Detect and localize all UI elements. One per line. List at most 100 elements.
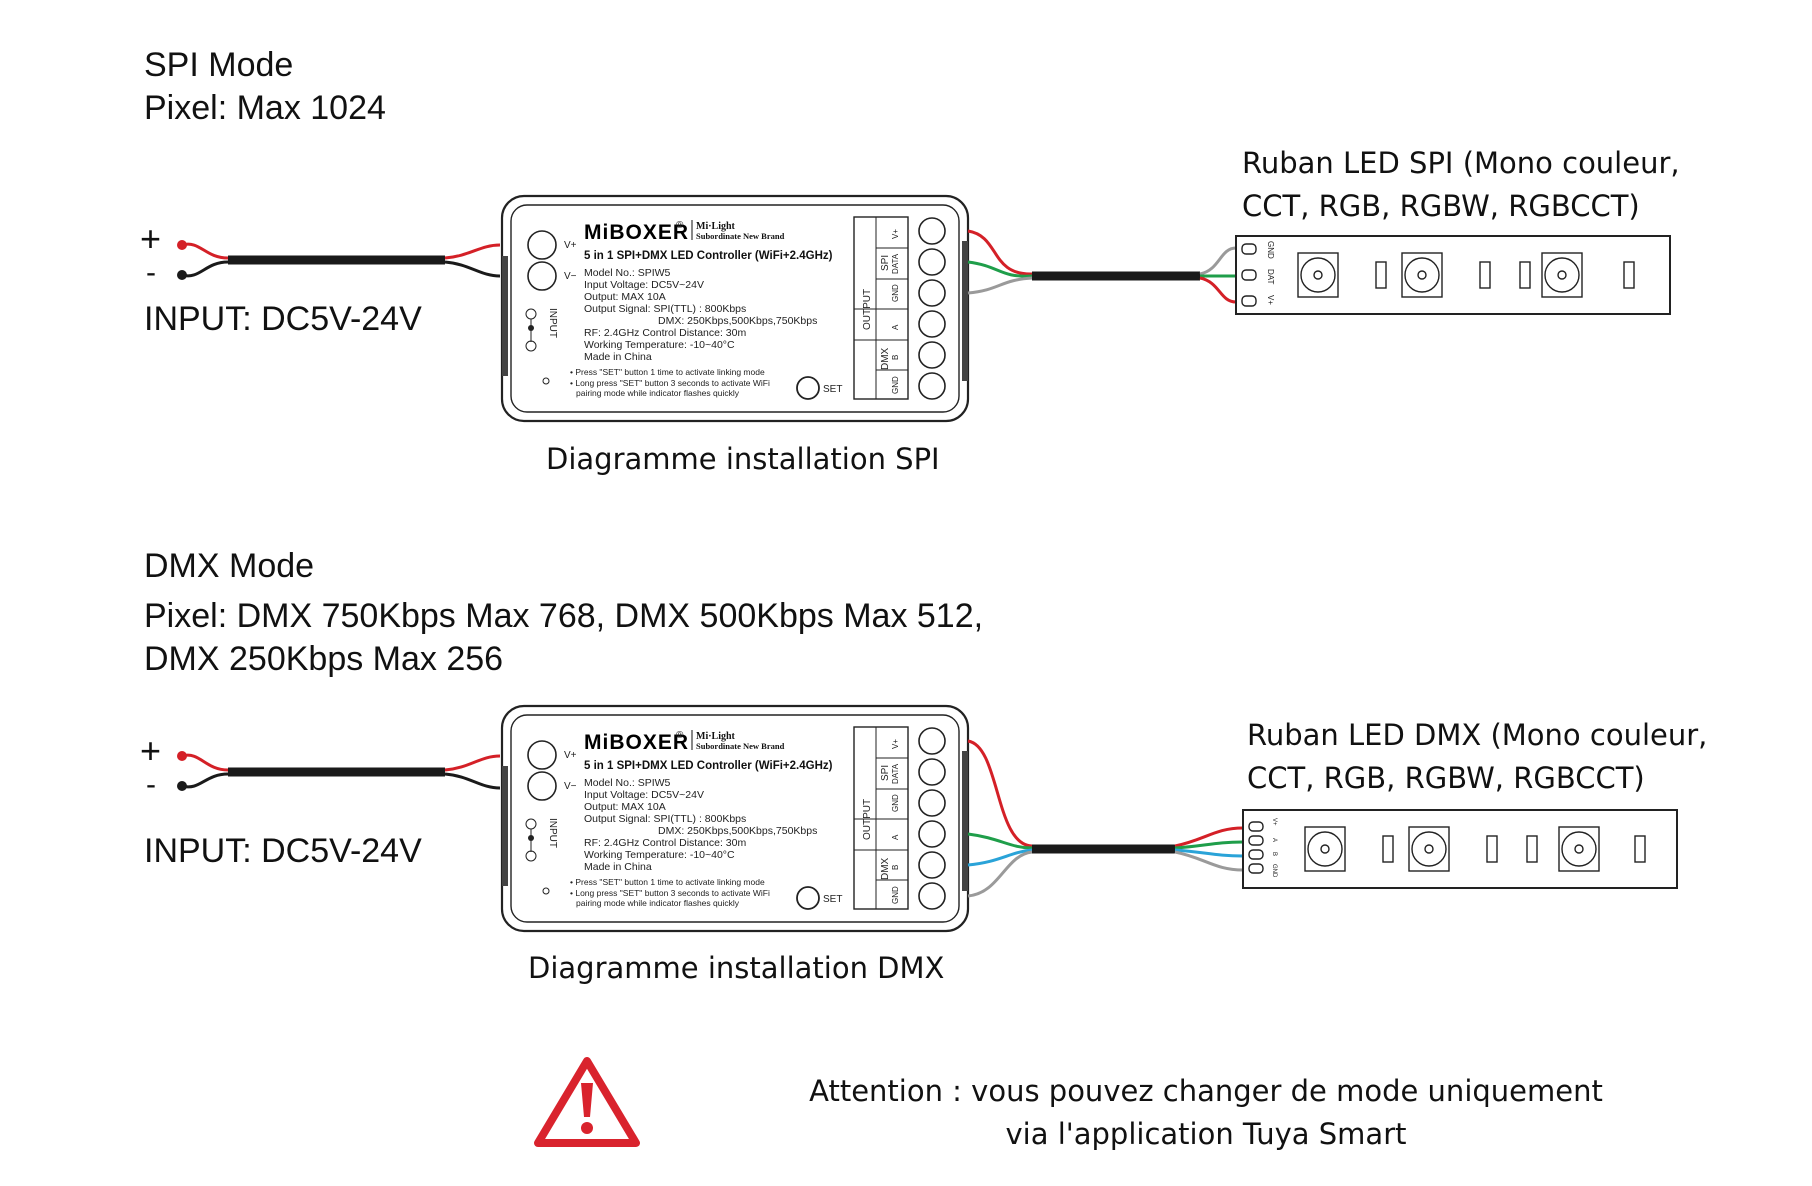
- svg-text:GND: GND: [1266, 241, 1275, 259]
- spi-led-strip: GND DAT V+: [1235, 235, 1671, 315]
- dmx-controller-sublogo-2: Subordinate New Brand: [696, 741, 785, 751]
- dmx-strip-label-2: CCT, RGB, RGBW, RGBCCT): [1247, 761, 1645, 795]
- dmx-input-symbol: INPUT: [525, 818, 558, 862]
- svg-text:GND: GND: [891, 794, 900, 812]
- svg-text:V+: V+: [891, 739, 900, 749]
- notice-line-2: via l'application Tuya Smart: [1005, 1117, 1407, 1151]
- spi-note-0: • Press "SET" button 1 time to activate …: [570, 367, 765, 377]
- dmx-input-text: INPUT: DC5V-24V: [144, 832, 422, 870]
- dmx-controller-vminus-terminal: [527, 771, 557, 801]
- dmx-terminal-spi: SPI: [880, 765, 891, 781]
- svg-text:V+: V+: [1271, 818, 1277, 826]
- svg-text:A: A: [1271, 838, 1277, 842]
- dmx-set-button[interactable]: [796, 886, 820, 910]
- svg-text:GND: GND: [891, 376, 900, 394]
- spi-strip-label-1: Ruban LED SPI (Mono couleur,: [1242, 146, 1680, 180]
- svg-text:B: B: [1271, 852, 1277, 856]
- spi-output-label: OUTPUT: [862, 289, 873, 330]
- dmx-spec-4: DMX: 250Kbps,500Kbps,750Kbps: [658, 825, 817, 837]
- dmx-spec-5: RF: 2.4GHz Control Distance: 30m: [584, 837, 746, 849]
- svg-text:A: A: [891, 834, 900, 840]
- spi-spec-6: Working Temperature: -10~40°C: [584, 339, 735, 351]
- dmx-spec-7: Made in China: [584, 861, 652, 873]
- spi-mode-title: SPI Mode: [144, 46, 294, 84]
- dmx-input-cable: [177, 751, 501, 791]
- spi-input-text: INPUT: DC5V-24V: [144, 300, 422, 338]
- spi-controller-sublogo-1: Mi·Light: [696, 221, 736, 232]
- dmx-terminal-dmx: DMX: [880, 857, 891, 880]
- spi-note-2: pairing mode while indicator flashes qui…: [576, 388, 740, 398]
- dmx-note-0: • Press "SET" button 1 time to activate …: [570, 877, 765, 887]
- spi-pixel-text: Pixel: Max 1024: [144, 89, 386, 127]
- dmx-spec-2: Output: MAX 10A: [584, 801, 666, 813]
- dmx-controller: V+ V− MiBOXER ® Mi·Light Subordinate New…: [500, 704, 970, 933]
- dmx-output-cable: [967, 739, 1244, 898]
- svg-text:DATA: DATA: [891, 253, 900, 274]
- dmx-led-indicator: [542, 887, 550, 895]
- spi-terminal-dmx: DMX: [880, 347, 891, 370]
- spi-controller-vminus-label: V−: [564, 271, 577, 282]
- dmx-note-1: • Long press "SET" button 3 seconds to a…: [570, 888, 770, 898]
- dmx-minus-sign: -: [146, 768, 156, 801]
- svg-text:DAT: DAT: [1266, 269, 1275, 285]
- spi-controller-registered: ®: [676, 220, 684, 231]
- dmx-strip-label-1: Ruban LED DMX (Mono couleur,: [1247, 718, 1708, 752]
- dmx-controller-vminus-label: V−: [564, 781, 577, 792]
- dmx-caption: Diagramme installation DMX: [528, 951, 945, 985]
- spi-controller-vplus-terminal: [527, 230, 557, 260]
- dmx-controller-brand: MiBOXER: [584, 731, 689, 754]
- svg-text:V+: V+: [891, 229, 900, 239]
- dmx-controller-sublogo-1: Mi·Light: [696, 731, 736, 742]
- svg-text:GND: GND: [891, 886, 900, 904]
- spi-spec-3: Output Signal: SPI(TTL) : 800Kbps: [584, 303, 746, 315]
- spi-strip-label-2: CCT, RGB, RGBW, RGBCCT): [1242, 189, 1640, 223]
- spi-controller-brand: MiBOXER: [584, 221, 689, 244]
- dmx-pixel-text-1: Pixel: DMX 750Kbps Max 768, DMX 500Kbps …: [144, 597, 984, 635]
- spi-led-indicator: [542, 377, 550, 385]
- spi-input-label: INPUT: [547, 308, 558, 338]
- spi-plus-sign: +: [140, 218, 162, 259]
- dmx-mode-title: DMX Mode: [144, 547, 315, 585]
- dmx-plus-sign: +: [140, 730, 162, 771]
- dmx-input-label: INPUT: [547, 818, 558, 848]
- spi-spec-0: Model No.: SPIW5: [584, 267, 671, 279]
- mode-change-notice: Attention : vous pouvez changer de mode …: [646, 1070, 1766, 1156]
- spi-set-label: SET: [823, 384, 842, 395]
- dmx-note-2: pairing mode while indicator flashes qui…: [576, 898, 740, 908]
- spi-spec-2: Output: MAX 10A: [584, 291, 666, 303]
- dmx-spec-3: Output Signal: SPI(TTL) : 800Kbps: [584, 813, 746, 825]
- spi-note-1: • Long press "SET" button 3 seconds to a…: [570, 378, 770, 388]
- spi-spec-4: DMX: 250Kbps,500Kbps,750Kbps: [658, 315, 817, 327]
- dmx-spec-6: Working Temperature: -10~40°C: [584, 849, 735, 861]
- dmx-set-label: SET: [823, 894, 842, 905]
- spi-spec-1: Input Voltage: DC5V~24V: [584, 279, 704, 291]
- dmx-output-label: OUTPUT: [862, 799, 873, 840]
- dmx-controller-registered: ®: [676, 730, 684, 741]
- dmx-controller-vplus-label: V+: [564, 750, 577, 761]
- dmx-led-strip: V+ A B GND: [1242, 809, 1678, 889]
- spi-controller-vminus-terminal: [527, 261, 557, 291]
- spi-controller-vplus-label: V+: [564, 240, 577, 251]
- svg-text:DATA: DATA: [891, 763, 900, 784]
- spi-output-cable: [967, 229, 1237, 304]
- svg-text:A: A: [891, 324, 900, 330]
- dmx-controller-specs: Model No.: SPIW5 Input Voltage: DC5V~24V…: [584, 777, 817, 873]
- dmx-spec-0: Model No.: SPIW5: [584, 777, 671, 789]
- svg-text:B: B: [891, 865, 900, 870]
- svg-text:GND: GND: [891, 284, 900, 302]
- spi-spec-5: RF: 2.4GHz Control Distance: 30m: [584, 327, 746, 339]
- dmx-pixel-text-2: DMX 250Kbps Max 256: [144, 640, 504, 678]
- notice-line-1: Attention : vous pouvez changer de mode …: [809, 1074, 1603, 1108]
- svg-text:GND: GND: [1271, 864, 1277, 878]
- svg-text:B: B: [891, 355, 900, 360]
- spi-input-symbol: INPUT: [525, 308, 558, 352]
- spi-controller-sublogo-2: Subordinate New Brand: [696, 231, 785, 241]
- dmx-spec-1: Input Voltage: DC5V~24V: [584, 789, 704, 801]
- dmx-controller-vplus-terminal: [527, 740, 557, 770]
- spi-controller-product: 5 in 1 SPI+DMX LED Controller (WiFi+2.4G…: [584, 250, 833, 262]
- spi-set-button[interactable]: [796, 376, 820, 400]
- svg-text:V+: V+: [1266, 295, 1275, 305]
- warning-icon: [534, 1057, 640, 1147]
- spi-caption: Diagramme installation SPI: [546, 442, 940, 476]
